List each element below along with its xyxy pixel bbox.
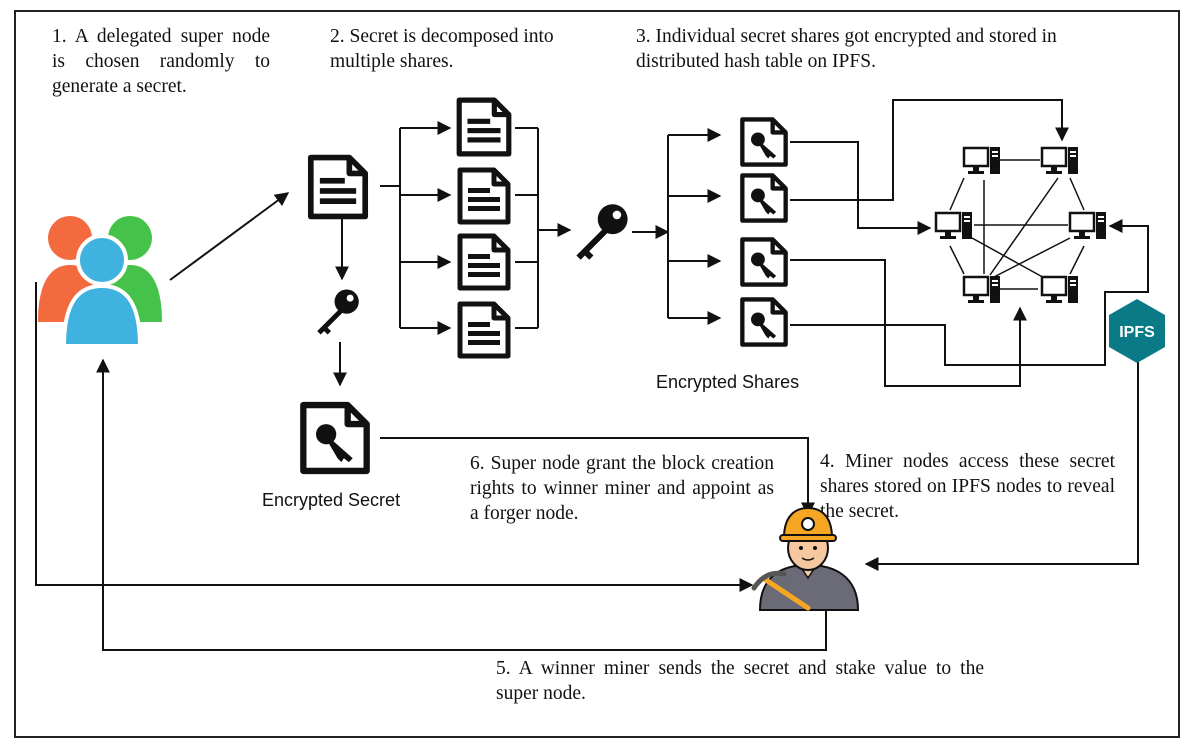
share-document-icon [459, 100, 509, 154]
share-document-icon [460, 304, 508, 356]
computer-icon [962, 274, 1002, 305]
arrow-users-to-secret [169, 192, 290, 281]
step-1-text: 1. A delegated super node is chosen rand… [52, 26, 270, 97]
ipfs-to-miner [864, 362, 1139, 571]
computer-icon [1040, 145, 1080, 176]
step-2-text: 2. Secret is decomposed into multiple sh… [330, 26, 554, 72]
encrypted-secret-label: Encrypted Secret [262, 490, 401, 510]
encrypted-share-icon [742, 239, 785, 284]
step-5-text: 5. A winner miner sends the secret and s… [496, 658, 984, 704]
computer-icon [1040, 274, 1080, 305]
encrypted-shares-label: Encrypted Shares [656, 372, 800, 392]
share2-to-node [790, 99, 1069, 201]
ipfs-network [934, 145, 1108, 305]
encrypted-share-icon [742, 119, 785, 164]
encrypted-share-icon [742, 175, 785, 220]
ipfs-badge-label: IPFS [1119, 324, 1155, 341]
secret-document-icon [311, 158, 365, 217]
share3-to-node [790, 259, 1027, 387]
key-icon [576, 204, 628, 260]
share-document-icon [460, 170, 508, 222]
computer-icon [1068, 210, 1108, 241]
users-group-icon [38, 216, 162, 348]
miner-icon [751, 506, 860, 611]
users-to-miner [35, 282, 754, 592]
share4-to-node [790, 219, 1149, 366]
encrypted-share-icon [742, 299, 785, 344]
step-6-text: 6. Super node grant the block creation r… [470, 453, 774, 524]
step-4-text: 4. Miner nodes access these secret share… [820, 451, 1115, 522]
encrypted-secret-to-miner [380, 437, 815, 517]
miner-to-users [96, 358, 827, 651]
step-3-text: 3. Individual secret shares got encrypte… [636, 26, 1057, 72]
key-icon [317, 289, 359, 335]
diagram-frame [14, 10, 1180, 738]
split-line [380, 128, 401, 328]
computer-icon [934, 210, 974, 241]
connectors [35, 99, 1149, 651]
merge-line [515, 127, 539, 329]
computer-icon [962, 145, 1002, 176]
share1-to-node [790, 141, 932, 235]
ipfs-logo-icon: IPFS [1109, 299, 1165, 363]
share-document-icon [460, 236, 508, 288]
encrypted-secret-icon [303, 405, 366, 471]
